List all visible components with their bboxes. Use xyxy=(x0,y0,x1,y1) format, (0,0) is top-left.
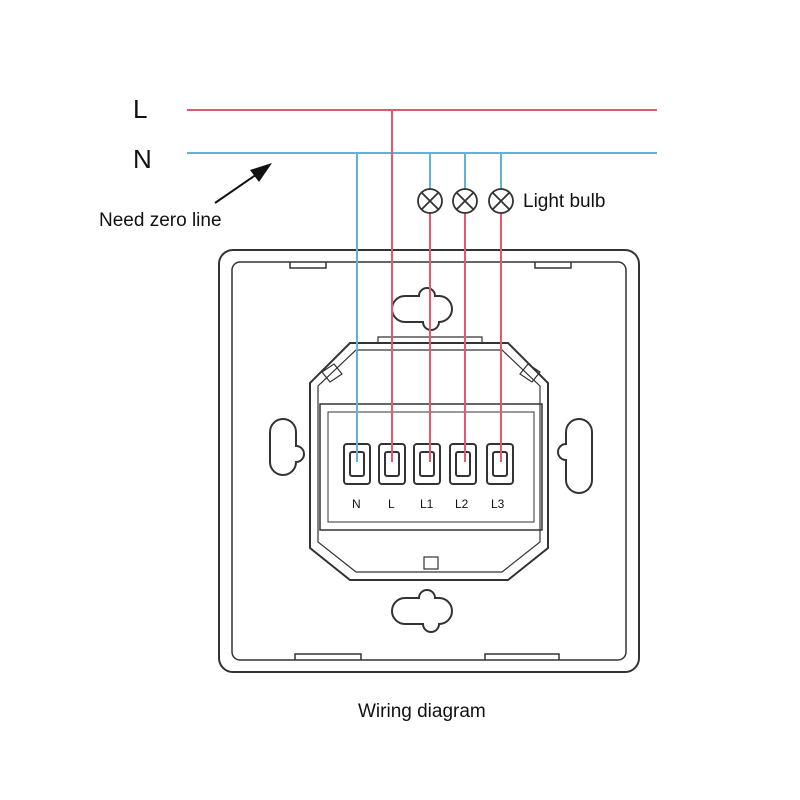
light-bulb-2 xyxy=(452,188,478,214)
bottom-mounting-slot xyxy=(391,589,453,633)
top-mounting-slot xyxy=(391,287,453,331)
terminal-label-n: N xyxy=(352,497,361,511)
diagram-caption: Wiring diagram xyxy=(358,701,486,722)
light-bulb-3 xyxy=(488,188,514,214)
right-mounting-slot xyxy=(557,418,593,494)
light-bulb-label: Light bulb xyxy=(523,191,606,212)
terminal-label-l2: L2 xyxy=(455,497,469,511)
terminal-block-l1 xyxy=(413,443,441,485)
mounting-slots xyxy=(269,287,593,633)
terminal-blocks xyxy=(343,443,514,485)
light-bulb-1 xyxy=(417,188,443,214)
terminal-block-l2 xyxy=(449,443,477,485)
terminal-label-l: L xyxy=(388,497,395,511)
live-line-label: L xyxy=(133,94,148,124)
zero-line-arrow xyxy=(214,163,272,204)
neutral-line-label: N xyxy=(133,144,152,174)
terminal-label-l1: L1 xyxy=(420,497,434,511)
zero-line-note: Need zero line xyxy=(99,210,222,231)
terminal-label-l3: L3 xyxy=(491,497,505,511)
terminal-block-n xyxy=(343,443,371,485)
left-mounting-slot xyxy=(269,418,305,476)
